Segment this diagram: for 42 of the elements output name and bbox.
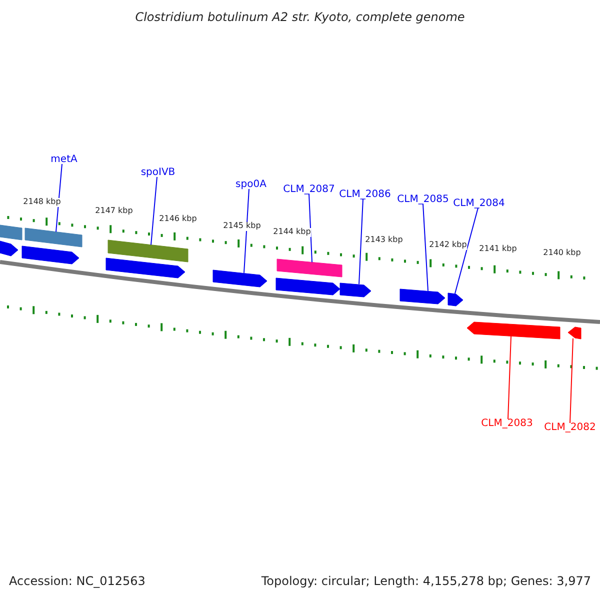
gene-feature — [466, 322, 560, 340]
leader-line — [570, 338, 574, 424]
scale-label: 2145 kbp — [223, 222, 261, 231]
scale-label: 2147 kbp — [95, 207, 133, 216]
gene-label: metA — [50, 154, 78, 165]
gene-feature — [0, 224, 22, 240]
gene-feature — [22, 246, 80, 264]
scale-label: 2144 kbp — [273, 228, 311, 237]
leader-line — [244, 188, 250, 274]
gene-feature — [448, 292, 464, 306]
leader-line — [308, 194, 312, 263]
leader-line — [508, 336, 512, 420]
gene-label: CLM_2087 — [283, 184, 335, 195]
gene-feature — [276, 258, 342, 278]
gene-label: spoIVB — [140, 167, 176, 178]
scale-label: 2143 kbp — [365, 236, 403, 245]
scale-label: 2148 kbp — [23, 198, 61, 207]
leader-line — [56, 164, 62, 232]
gene-label: CLM_2085 — [397, 194, 449, 205]
gene-feature — [212, 270, 268, 288]
scale-label: 2141 kbp — [479, 245, 517, 254]
scale-label: 2142 kbp — [429, 241, 467, 250]
title: Clostridium botulinum A2 str. Kyoto, complete genome — [135, 11, 465, 24]
gene-label: CLM_2083 — [481, 418, 533, 429]
scale-label: 2140 kbp — [543, 249, 581, 258]
leader-line — [422, 204, 428, 292]
leader-line — [454, 208, 478, 294]
gene-feature — [340, 282, 372, 298]
genome-stats-text: Topology: circular; Length: 4,155,278 bp; Genes: 3,977 — [261, 575, 591, 588]
gene-feature — [568, 326, 582, 340]
gene-label: spo0A — [236, 179, 266, 190]
gene-feature — [108, 240, 188, 262]
gene-label: CLM_2084 — [453, 198, 505, 209]
gene-feature — [0, 240, 18, 256]
gene-label: CLM_2086 — [339, 189, 391, 200]
leader-line — [358, 198, 364, 285]
gene-feature — [106, 258, 186, 278]
accession-text: Accession: NC_012563 — [9, 575, 146, 588]
gene-feature — [400, 288, 446, 304]
scale-label: 2146 kbp — [159, 215, 197, 224]
gene-label: CLM_2082 — [544, 422, 596, 433]
gene-feature — [24, 228, 82, 248]
